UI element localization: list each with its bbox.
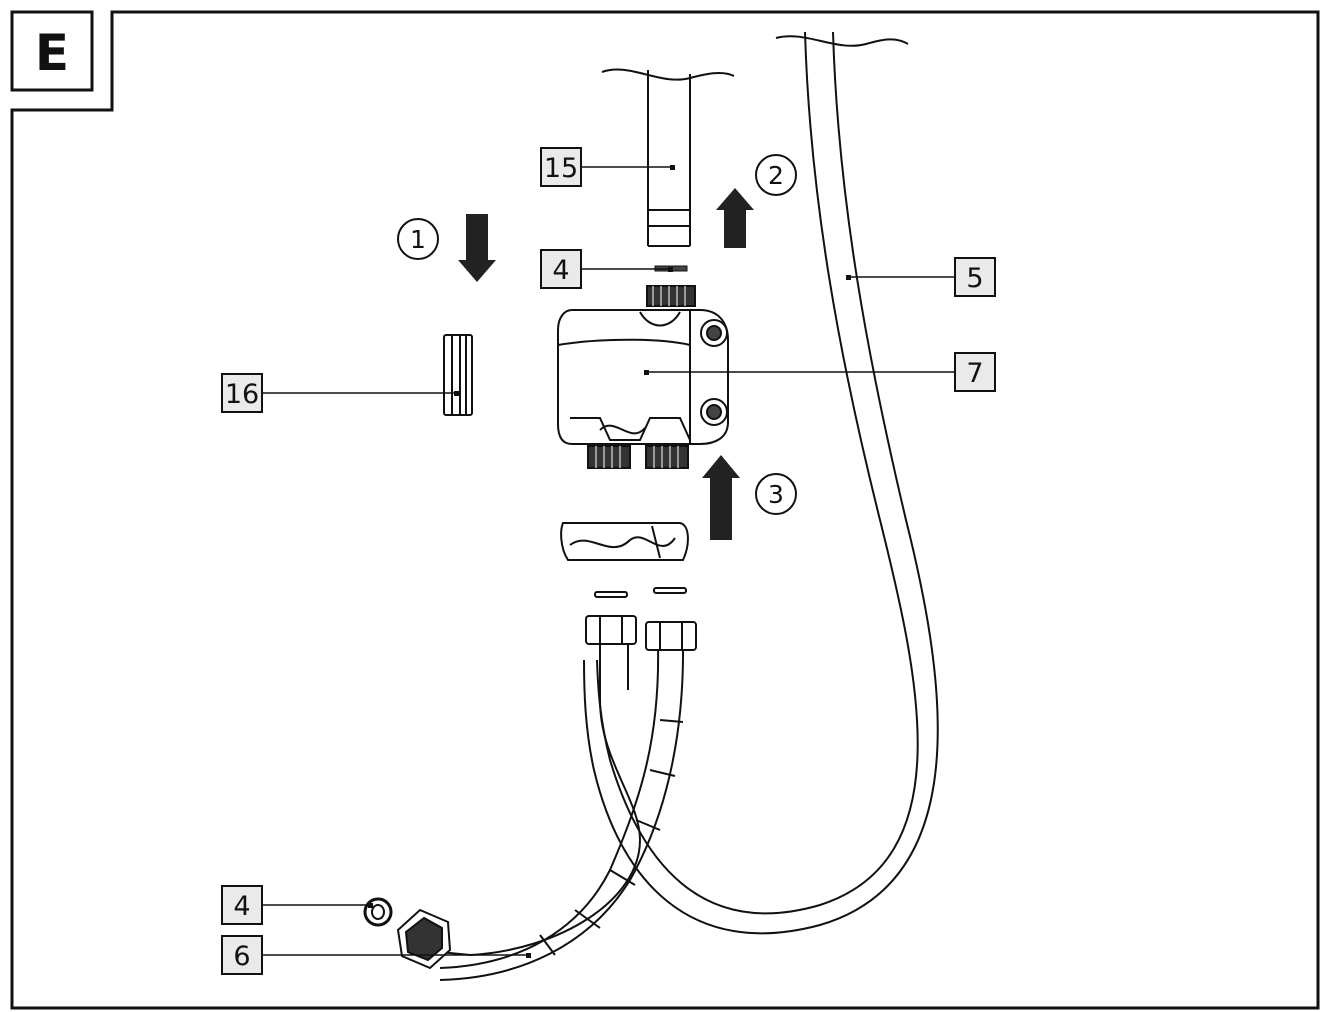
step-2-marker: 2: [755, 154, 797, 196]
callout-16-label: 16: [225, 379, 259, 410]
hose-6-nut: [396, 908, 452, 970]
valve-body-7: [557, 285, 729, 469]
tap-spout-15: [601, 68, 735, 247]
bracket-16: [443, 334, 473, 416]
callout-4-top: 4: [540, 249, 582, 289]
arrow-down-icon: [458, 214, 496, 282]
step-1-label: 1: [410, 225, 426, 254]
arrow-up-icon: [702, 455, 740, 540]
callout-7-label: 7: [966, 358, 983, 389]
callout-7: 7: [954, 352, 996, 392]
arrow-up-icon: [716, 188, 754, 248]
callout-15: 15: [540, 147, 582, 187]
callout-16: 16: [221, 373, 263, 413]
leader-dots: [368, 165, 851, 958]
step-3-marker: 3: [755, 473, 797, 515]
step-3-label: 3: [768, 480, 784, 509]
callout-6: 6: [221, 935, 263, 975]
gaskets-pair: [594, 587, 687, 598]
callout-4-top-label: 4: [552, 255, 569, 286]
callout-6-label: 6: [233, 941, 250, 972]
callout-4-bottom-label: 4: [233, 891, 250, 922]
step-2-label: 2: [768, 161, 784, 190]
hose-5: [583, 31, 939, 935]
section-tab: E: [10, 10, 94, 92]
hose-end-nuts: [585, 615, 697, 651]
diagram-frame: [10, 10, 1320, 1010]
step-1-marker: 1: [397, 218, 439, 260]
callout-5: 5: [954, 257, 996, 297]
callout-5-label: 5: [966, 263, 983, 294]
callout-15-label: 15: [544, 153, 578, 184]
callout-4-bottom: 4: [221, 885, 263, 925]
protective-cover: [560, 522, 689, 561]
section-letter: E: [35, 24, 69, 82]
hose-6: [439, 644, 685, 981]
leader-lines: [262, 166, 955, 956]
washer-4-bottom: [363, 897, 393, 927]
